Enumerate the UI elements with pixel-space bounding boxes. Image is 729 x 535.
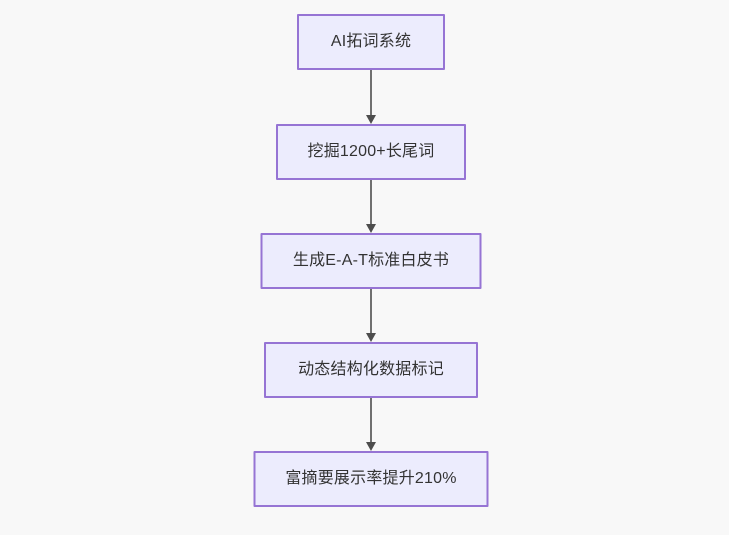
flow-node-rich-snippet-rate-increase[interactable]: 富摘要展示率提升210%	[253, 451, 489, 507]
edge-line	[370, 70, 372, 116]
flow-node-label: 挖掘1200+长尾词	[307, 143, 435, 161]
flow-node-label: AI拓词系统	[330, 33, 412, 51]
flow-node-label: 生成E-A-T标准白皮书	[292, 252, 450, 270]
edge-line	[370, 180, 372, 225]
arrowhead-down-icon	[366, 115, 376, 124]
flow-edge-2	[365, 180, 377, 233]
edge-line	[370, 398, 372, 443]
edge-line	[370, 289, 372, 334]
arrowhead-down-icon	[366, 442, 376, 451]
flow-node-ai-keyword-system[interactable]: AI拓词系统	[297, 14, 445, 70]
flow-node-label: 富摘要展示率提升210%	[285, 470, 457, 488]
flow-node-label: 动态结构化数据标记	[298, 361, 444, 379]
flow-node-dynamic-structured-data-markup[interactable]: 动态结构化数据标记	[264, 342, 478, 398]
flow-edge-1	[365, 70, 377, 124]
flow-node-generate-eat-whitepaper[interactable]: 生成E-A-T标准白皮书	[260, 233, 482, 289]
arrowhead-down-icon	[366, 224, 376, 233]
flow-edge-4	[365, 398, 377, 451]
flow-edge-3	[365, 289, 377, 342]
flow-node-mine-longtail-keywords[interactable]: 挖掘1200+长尾词	[276, 124, 466, 180]
arrowhead-down-icon	[366, 333, 376, 342]
